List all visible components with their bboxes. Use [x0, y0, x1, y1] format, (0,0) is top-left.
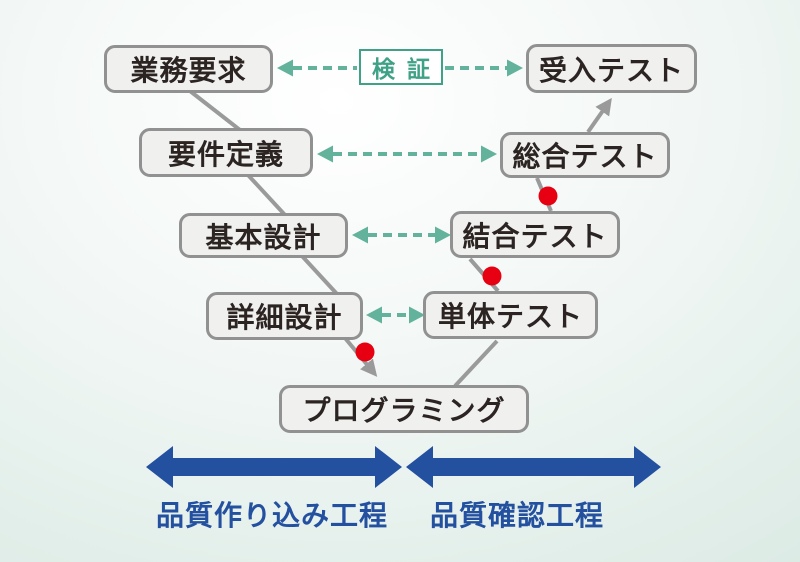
arrowhead-right-icon — [507, 59, 523, 77]
node-system-test: 総合テスト — [500, 132, 670, 178]
node-acceptance-test: 受入テスト — [526, 44, 697, 93]
node-integration-test: 結合テスト — [450, 211, 620, 258]
arrowhead-right-icon — [481, 145, 497, 163]
arrowhead-right-icon — [435, 226, 451, 244]
connector-line — [188, 89, 242, 132]
connector-line — [300, 254, 339, 296]
node-unit-test: 単体テスト — [423, 291, 598, 339]
quality-confirmation-label: 品質確認工程 — [429, 499, 604, 532]
red-dot-icon — [355, 342, 375, 362]
node-requirements-definition: 要件定義 — [139, 128, 313, 177]
connector-line — [246, 173, 287, 217]
quality-confirmation-arrow-icon — [406, 446, 661, 488]
connector-arrow-to-acceptance-test — [586, 97, 612, 134]
red-dots — [355, 186, 558, 362]
red-dot-icon — [538, 186, 558, 206]
red-dot-icon — [482, 266, 502, 286]
arrowhead-left-icon — [352, 226, 368, 244]
arrowhead-left-icon — [277, 59, 293, 77]
quality-building-arrow-icon — [146, 446, 402, 488]
arrowhead-left-icon — [317, 145, 333, 163]
node-business-requirements: 業務要求 — [104, 45, 273, 93]
quality-building-label: 品質作り込み工程 — [155, 499, 388, 532]
node-basic-design: 基本設計 — [179, 213, 348, 258]
arrowhead-right-icon — [409, 306, 425, 324]
node-programming: プログラミング — [279, 385, 529, 433]
node-detailed-design: 詳細設計 — [206, 292, 363, 340]
verification-badge: 検証 — [359, 49, 443, 85]
arrowhead-left-icon — [366, 306, 382, 324]
verification-dashed-arrows — [277, 59, 523, 324]
connector-line — [453, 339, 499, 388]
process-range-arrows — [146, 446, 661, 488]
left-chain-lines — [188, 89, 378, 377]
